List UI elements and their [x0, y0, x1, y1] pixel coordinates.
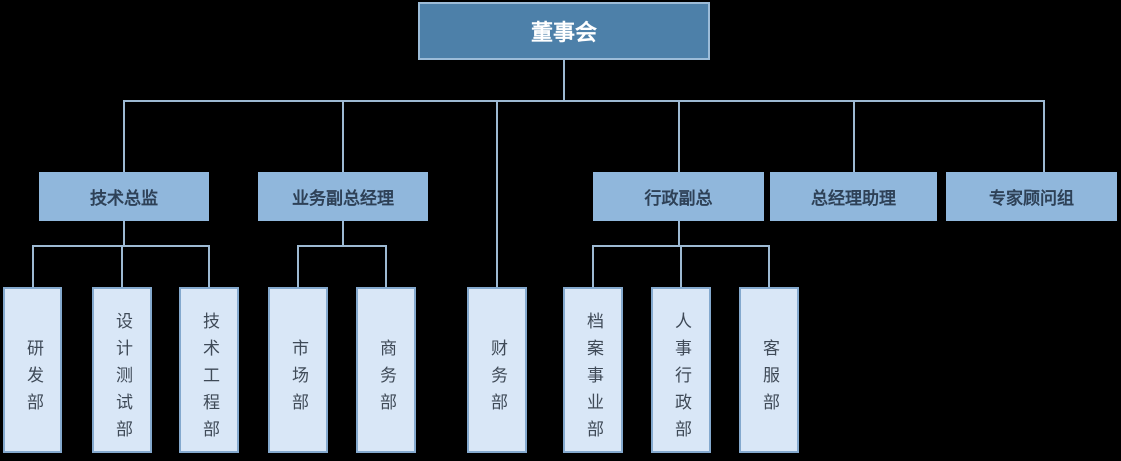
- org-node-gm-assistant: 总经理助理: [770, 172, 937, 221]
- org-node-archives-dept: 档案事业部: [563, 287, 623, 453]
- org-node-marketing-dept: 市场部: [268, 287, 328, 453]
- org-node-expert-advisors: 专家顾问组: [946, 172, 1117, 221]
- connector-drop-hr: [680, 245, 682, 287]
- org-node-hr-admin-dept: 人事行政部: [651, 287, 711, 453]
- org-node-board: 董事会: [418, 2, 710, 60]
- connector-level2-rail: [123, 100, 1045, 102]
- org-node-commerce-dept: 商务部: [356, 287, 416, 453]
- connector-drop-commerce: [385, 245, 387, 287]
- connector-drop-expert: [1043, 100, 1045, 172]
- org-node-design-test-dept: 设计测试部: [92, 287, 152, 453]
- org-node-finance-dept: 财务部: [467, 287, 527, 453]
- connector-drop-assist: [853, 100, 855, 172]
- connector-drop-service: [768, 245, 770, 287]
- org-node-customer-service-dept: 客服部: [739, 287, 799, 453]
- org-node-admin-deputy: 行政副总: [593, 172, 764, 221]
- connector-board-drop: [563, 59, 565, 100]
- connector-drop-biz: [342, 100, 344, 172]
- connector-tech-drop: [123, 221, 125, 247]
- connector-biz-rail: [297, 245, 387, 247]
- connector-drop-tech: [123, 100, 125, 172]
- connector-drop-archive: [592, 245, 594, 287]
- connector-drop-rd: [32, 245, 34, 287]
- org-node-tech-director: 技术总监: [39, 172, 209, 221]
- org-node-tech-engineering-dept: 技术工程部: [179, 287, 239, 453]
- connector-drop-finance: [496, 100, 498, 287]
- connector-drop-eng: [208, 245, 210, 287]
- connector-drop-admin: [678, 100, 680, 172]
- connector-drop-design: [121, 245, 123, 287]
- connector-drop-market: [297, 245, 299, 287]
- org-node-business-deputy-gm: 业务副总经理: [258, 172, 428, 221]
- connector-biz-drop: [342, 221, 344, 247]
- org-node-rd-dept: 研发部: [3, 287, 62, 453]
- connector-admin-drop: [678, 221, 680, 247]
